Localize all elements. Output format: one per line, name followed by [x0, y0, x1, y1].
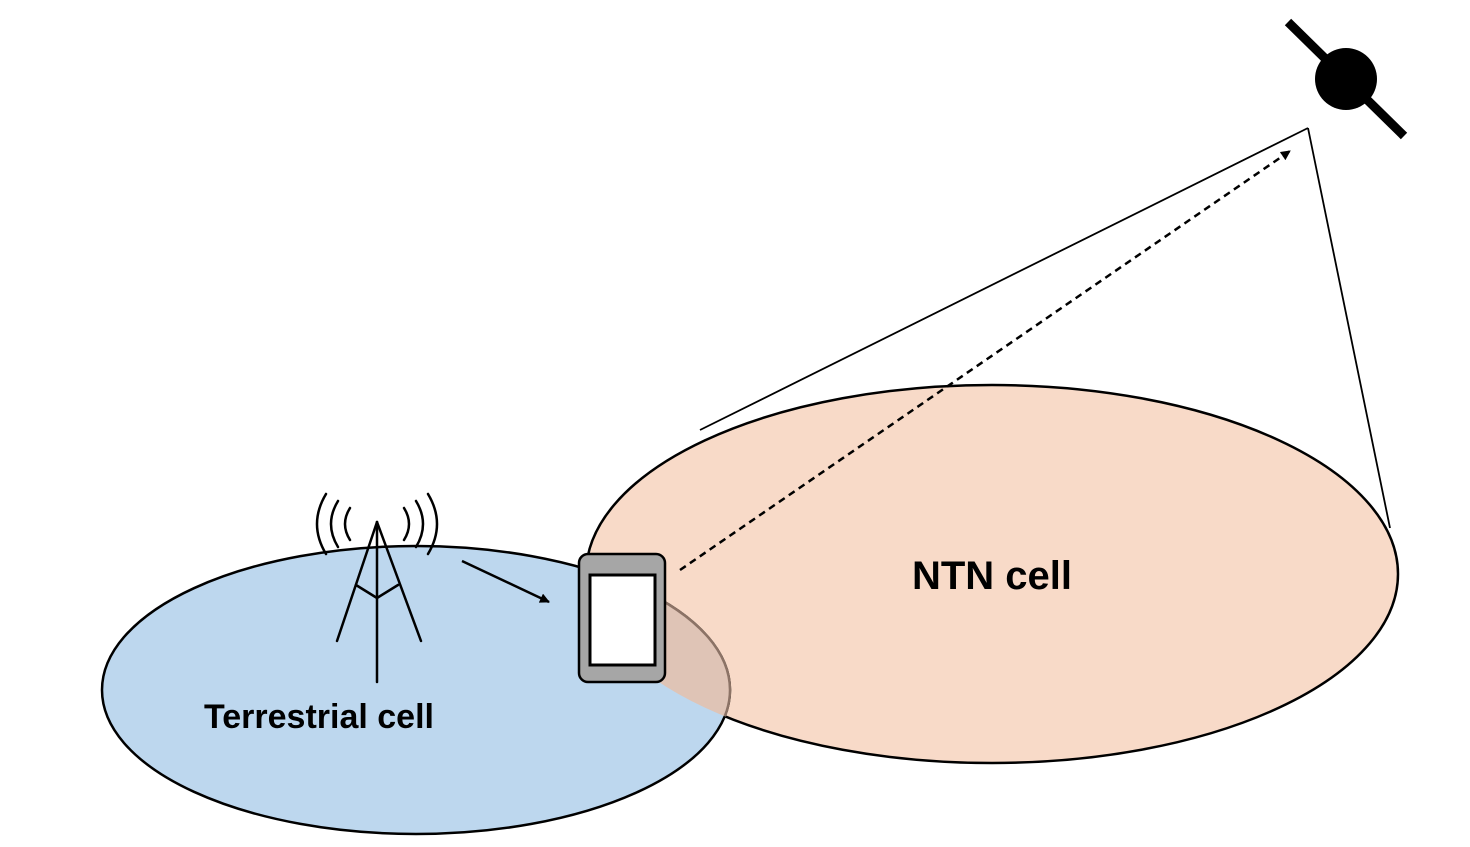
beam-edge-left	[699, 127, 1309, 431]
ntn-cell-label: NTN cell	[912, 554, 1072, 598]
cell-tower-icon	[315, 492, 439, 684]
terrestrial-link-arrow	[461, 559, 550, 604]
satellite-icon	[1284, 18, 1408, 140]
terrestrial-cell-label: Terrestrial cell	[204, 698, 434, 736]
uplink-dashed-arrow	[679, 149, 1291, 572]
overlap-outline	[586, 544, 732, 763]
beam-edge-right	[1307, 127, 1391, 529]
user-equipment-icon	[577, 552, 667, 684]
